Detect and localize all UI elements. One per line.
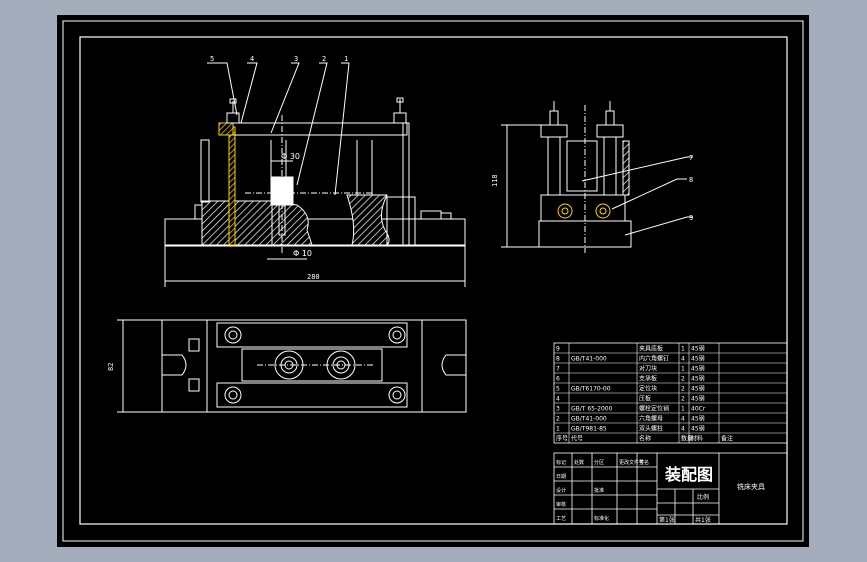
bom-cell-name: 对刀块 — [639, 365, 657, 373]
bom-cell-qty: 1 — [681, 346, 685, 353]
leader-label: 9 — [689, 214, 693, 222]
leader-label: 7 — [689, 154, 693, 162]
title-block-label: 标准化 — [594, 515, 609, 522]
bom-cell-mat: 45钢 — [691, 375, 705, 383]
leader-label: 8 — [689, 176, 693, 184]
bom-cell-no: 5 — [556, 386, 560, 393]
leader-label: 4 — [250, 55, 254, 63]
bom-cell-qty: 2 — [681, 386, 685, 393]
bom-cell-mat: 45钢 — [691, 365, 705, 373]
bom-cell-no: 7 — [556, 366, 560, 373]
bom-cell-no: 4 — [556, 396, 560, 403]
title-scale: 比例 — [697, 493, 709, 501]
dim-dia-upper: Φ 30 — [281, 152, 300, 161]
bom-cell-name: 支承板 — [639, 375, 657, 383]
bom-cell-name: 夹具底板 — [639, 345, 663, 353]
front-view — [164, 62, 466, 287]
leader-label: 3 — [294, 55, 298, 63]
title-block-label: 设计 — [556, 487, 566, 494]
title-block-label: 审核 — [556, 501, 566, 508]
base-plate — [164, 218, 466, 247]
bom-header-no: 序号 — [556, 435, 568, 443]
bom-cell-name: 定位块 — [639, 385, 657, 393]
bom-cell-code: GB/T41-000 — [571, 356, 607, 363]
bom-header-note: 备注 — [721, 435, 733, 443]
bom-cell-mat: 45钢 — [691, 345, 705, 353]
drawing-canvas: 5 4 3 2 1 Φ 30 Φ 10 280 — [62, 20, 804, 542]
bom-cell-code: GB/T6170-00 — [571, 386, 611, 393]
bom-cell-mat: 45钢 — [691, 355, 705, 363]
title-block-label: 处数 — [574, 459, 584, 466]
bom-cell-mat: 40Cr — [691, 406, 706, 413]
bom-cell-no: 8 — [556, 356, 560, 363]
leader-label: 1 — [344, 55, 348, 63]
title-block-label: 工艺 — [556, 516, 566, 522]
inner-frame — [79, 36, 788, 525]
section-left — [201, 200, 273, 246]
bom-cell-mat: 45钢 — [691, 385, 705, 393]
title-block-label: 更改文件号 — [619, 459, 644, 466]
bom-cell-no: 9 — [556, 346, 560, 353]
title-big: 装配图 — [664, 465, 713, 484]
bom-cell-code: GB/T 65-2000 — [571, 406, 613, 413]
bom-header-qty: 数量 — [681, 435, 693, 443]
title-total: 共1张 — [695, 516, 711, 524]
bom-cell-name: 内六角螺钉 — [639, 355, 669, 363]
bom-cell-qty: 1 — [681, 366, 685, 373]
plan-view — [117, 319, 467, 413]
title-block-label: 签名 — [639, 459, 649, 466]
leader-label: 2 — [322, 55, 326, 63]
dim-dia-lower: Φ 10 — [293, 249, 312, 258]
bom-cell-qty: 1 — [681, 406, 685, 413]
outer-border — [62, 20, 804, 542]
bom-cell-name: 螺栓定位销 — [639, 405, 669, 413]
bom-cell-qty: 4 — [681, 426, 685, 433]
plan-outline — [161, 319, 467, 413]
title-part-name: 铣床夹具 — [737, 482, 765, 491]
dim-height-side: 118 — [491, 174, 499, 187]
title-block-label: 分区 — [594, 459, 604, 466]
title-block-label: 日期 — [556, 474, 566, 480]
title-sheet: 第1张 — [659, 516, 675, 524]
bom-cell-qty: 4 — [681, 356, 685, 363]
bom-cell-qty: 2 — [681, 396, 685, 403]
dim-width-plan: 82 — [107, 363, 115, 371]
bom-cell-qty: 4 — [681, 416, 685, 423]
bom-cell-qty: 2 — [681, 376, 685, 383]
bom-cell-no: 2 — [556, 416, 560, 423]
bom-cell-no: 3 — [556, 406, 560, 413]
bom-header-code: 代号 — [571, 435, 583, 443]
bom-header-mat: 材料 — [691, 435, 703, 443]
bom-cell-mat: 45钢 — [691, 395, 705, 403]
bom-cell-name: 六角螺母 — [639, 415, 663, 423]
bom-cell-name: 压板 — [639, 395, 651, 403]
bom-cell-mat: 45钢 — [691, 425, 705, 433]
section-right — [346, 194, 390, 246]
dim-width-top: 280 — [307, 273, 320, 281]
bom-cell-no: 1 — [556, 426, 560, 433]
title-block-label: 批准 — [594, 487, 604, 494]
title-block-label: 标记 — [556, 459, 566, 466]
bom-cell-no: 6 — [556, 376, 560, 383]
bom-cell-code: GB/T41-000 — [571, 416, 607, 423]
drawing-sheet[interactable]: 5 4 3 2 1 Φ 30 Φ 10 280 — [57, 15, 809, 547]
bom-cell-mat: 45钢 — [691, 415, 705, 423]
leader-label: 5 — [210, 55, 214, 63]
bom-header-name: 名称 — [639, 435, 651, 443]
bom-cell-name: 双头螺柱 — [639, 425, 663, 433]
side-view — [501, 101, 693, 253]
bom-cell-code: GB/T981-85 — [571, 426, 607, 433]
title-block — [553, 452, 788, 525]
